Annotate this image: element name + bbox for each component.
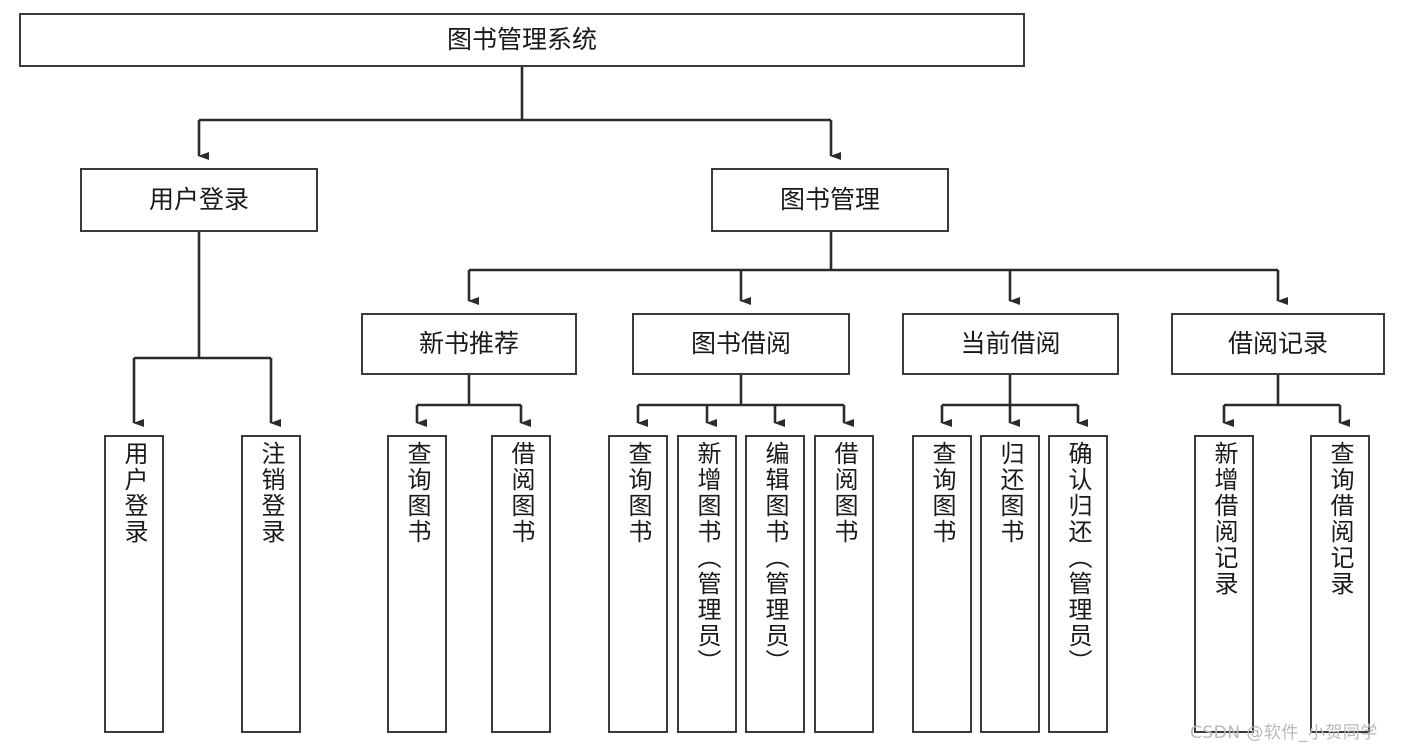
- node-user-login[interactable]: 用户登录: [80, 168, 318, 232]
- node-label: 图书管理: [779, 185, 880, 215]
- leaf-add-borrow-record[interactable]: 新增借阅记录: [1194, 435, 1254, 733]
- leaf-query-book-borrow[interactable]: 查询图书: [608, 435, 668, 733]
- node-label: 查询图书: [624, 441, 652, 545]
- node-label: 新增借阅记录: [1210, 441, 1238, 597]
- node-current-borrow[interactable]: 当前借阅: [902, 313, 1119, 375]
- node-label: 新增图书（管理员）: [693, 441, 721, 675]
- node-label: 用户登录: [120, 441, 148, 545]
- node-borrow-record[interactable]: 借阅记录: [1171, 313, 1385, 375]
- leaf-user-login[interactable]: 用户登录: [104, 435, 164, 733]
- leaf-borrow-book[interactable]: 借阅图书: [814, 435, 874, 733]
- node-label: 借阅图书: [507, 441, 535, 545]
- leaf-query-book-recommend[interactable]: 查询图书: [387, 435, 447, 733]
- leaf-return-book[interactable]: 归还图书: [980, 435, 1040, 733]
- leaf-logout-login[interactable]: 注销登录: [241, 435, 301, 733]
- leaf-query-book-current[interactable]: 查询图书: [912, 435, 972, 733]
- csdn-watermark: CSDN @软件_小贺同学: [1190, 723, 1378, 743]
- node-book-manage[interactable]: 图书管理: [711, 168, 949, 232]
- leaf-edit-book[interactable]: 编辑图书（管理员）: [745, 435, 805, 733]
- node-label: 查询图书: [928, 441, 956, 545]
- node-new-book-recommend[interactable]: 新书推荐: [361, 313, 577, 375]
- leaf-borrow-book-recommend[interactable]: 借阅图书: [491, 435, 551, 733]
- node-label: 图书管理系统: [446, 25, 597, 55]
- node-label: 借阅记录: [1227, 329, 1328, 359]
- node-book-borrow[interactable]: 图书借阅: [632, 313, 850, 375]
- node-label: 图书借阅: [690, 329, 791, 359]
- node-label: 归还图书: [996, 441, 1024, 545]
- node-label: 新书推荐: [418, 329, 519, 359]
- node-root-system[interactable]: 图书管理系统: [19, 13, 1025, 67]
- node-label: 查询借阅记录: [1326, 441, 1354, 597]
- leaf-confirm-return[interactable]: 确认归还（管理员）: [1048, 435, 1108, 733]
- node-label: 编辑图书（管理员）: [761, 441, 789, 675]
- node-label: 确认归还（管理员）: [1064, 441, 1092, 675]
- leaf-add-book[interactable]: 新增图书（管理员）: [677, 435, 737, 733]
- node-label: 当前借阅: [960, 329, 1061, 359]
- leaf-query-borrow-record[interactable]: 查询借阅记录: [1310, 435, 1370, 733]
- node-label: 借阅图书: [830, 441, 858, 545]
- node-label: 用户登录: [148, 185, 249, 215]
- node-label: 注销登录: [257, 441, 285, 545]
- node-label: 查询图书: [403, 441, 431, 545]
